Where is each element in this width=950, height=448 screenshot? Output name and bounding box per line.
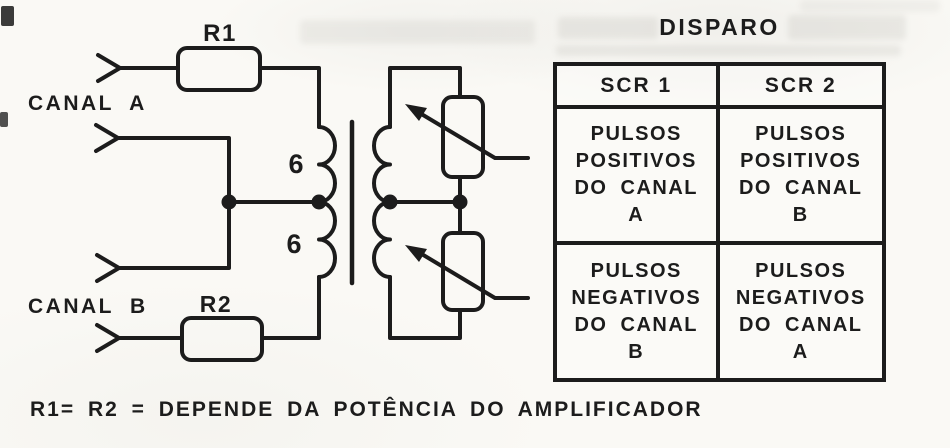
wiper-arrow-upper [411, 107, 530, 160]
winding-ratio-bottom-label: 6 [286, 229, 301, 259]
table-title: DISPARO [659, 14, 780, 40]
canal-a-input1-arrow-icon [96, 53, 122, 83]
wire [260, 275, 321, 340]
r1-label: R1 [203, 20, 237, 47]
canal-a-label: CANAL A [28, 92, 147, 115]
wire [116, 136, 231, 270]
cell-text-line: DO CANAL [738, 313, 863, 336]
cell-text-line: A [792, 340, 809, 363]
table-cell-scr2-negative: PULSOS NEGATIVOS DO CANAL A [720, 245, 883, 378]
canal-b-label: CANAL B [28, 295, 148, 318]
wire [388, 66, 462, 129]
r2-label: R2 [200, 291, 232, 317]
cell-text-line: PULSOS [590, 123, 682, 145]
wire [388, 275, 462, 340]
wire [258, 66, 321, 129]
cell-text-line: DO CANAL [738, 177, 863, 199]
table-cell-scr2-positive: PULSOS POSITIVOS DO CANAL B [719, 109, 882, 245]
table-header-scr1: SCR 1 [557, 66, 720, 109]
scan-edge-mark [0, 112, 8, 127]
cell-text-line: DO CANAL [574, 177, 699, 199]
resistor-r1 [176, 46, 262, 92]
potentiometer-upper [441, 95, 485, 179]
potentiometer-lower [441, 231, 485, 312]
scan-edge-mark [1, 6, 14, 26]
table-header-scr2: SCR 2 [719, 66, 882, 109]
trigger-table: SCR 1 SCR 2 PULSOS POSITIVOS DO CANAL A … [553, 62, 886, 382]
table-cell-scr1-positive: PULSOS POSITIVOS DO CANAL A [557, 109, 720, 245]
junction-dot [221, 194, 237, 210]
wiper-arrowhead-upper-icon [405, 104, 427, 121]
cell-text-line: B [792, 204, 809, 226]
cell-text-line: NEGATIVOS [735, 286, 866, 309]
cell-text-line: PULSOS [755, 123, 847, 145]
canal-b-input2-arrow-icon [95, 323, 121, 353]
junction-dot [452, 194, 468, 210]
cell-text-line: POSITIVOS [740, 150, 862, 172]
cell-text-line: A [628, 204, 645, 226]
canal-b-input1-arrow-icon [95, 253, 121, 283]
table-cell-scr1-negative: PULSOS NEGATIVOS DO CANAL B [557, 245, 720, 378]
cell-text-line: NEGATIVOS [571, 286, 702, 309]
wiper-arrowhead-lower-icon [405, 245, 427, 262]
junction-dot [311, 194, 327, 210]
junction-dot [382, 194, 398, 210]
cell-text-line: PULSOS [755, 259, 847, 282]
cell-text-line: POSITIVOS [575, 150, 697, 172]
cell-text-line: PULSOS [590, 259, 682, 282]
cell-text-line: B [628, 340, 645, 363]
winding-ratio-top-label: 6 [288, 149, 303, 179]
resistor-note: R1= R2 = DEPENDE DA POTÊNCIA DO AMPLIFIC… [30, 398, 703, 421]
cell-text-line: DO CANAL [574, 313, 699, 336]
wiper-arrow-lower [413, 248, 530, 300]
canal-a-input2-arrow-icon [94, 123, 120, 153]
resistor-r2 [180, 316, 264, 362]
